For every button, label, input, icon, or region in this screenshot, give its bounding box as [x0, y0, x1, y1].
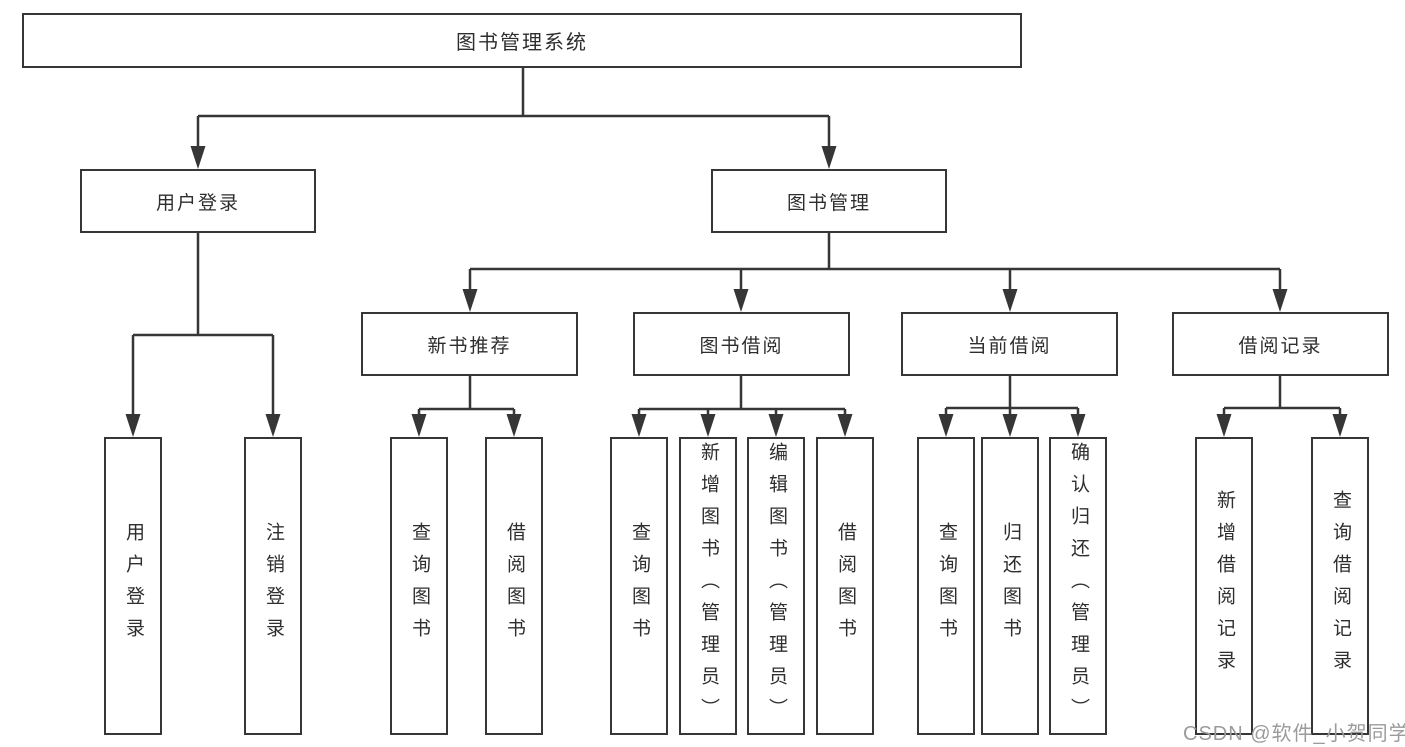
leaf-add-book-admin: 新增图书（管理员） — [679, 437, 737, 735]
leaf-add-borrow-record: 新增借阅记录 — [1195, 437, 1253, 735]
leaf-edit-book-admin: 编辑图书（管理员） — [747, 437, 805, 735]
leaf-query-book-current: 查询图书 — [917, 437, 975, 735]
csdn-watermark: CSDN @软件_小贺同学 — [1183, 723, 1405, 745]
node-new-book-recommendation: 新书推荐 — [361, 312, 578, 376]
leaf-confirm-return-admin: 确认归还（管理员） — [1049, 437, 1107, 735]
leaf-borrow-book: 借阅图书 — [816, 437, 874, 735]
leaf-logout: 注销登录 — [244, 437, 302, 735]
leaf-user-login: 用户登录 — [104, 437, 162, 735]
leaf-query-book-borrow: 查询图书 — [610, 437, 668, 735]
leaf-return-book: 归还图书 — [981, 437, 1039, 735]
connector-arrowheads — [125, 146, 1348, 437]
node-book-management: 图书管理 — [711, 169, 947, 233]
node-user-login-branch: 用户登录 — [80, 169, 316, 233]
leaf-borrow-book-recommend: 借阅图书 — [485, 437, 543, 735]
leaf-query-book-recommend: 查询图书 — [390, 437, 448, 735]
leaf-query-borrow-record: 查询借阅记录 — [1311, 437, 1369, 735]
node-library-system: 图书管理系统 — [22, 13, 1022, 68]
node-current-borrowing: 当前借阅 — [901, 312, 1118, 376]
node-book-borrowing: 图书借阅 — [633, 312, 850, 376]
connector-stems — [131, 68, 1342, 416]
node-borrowing-records: 借阅记录 — [1172, 312, 1389, 376]
